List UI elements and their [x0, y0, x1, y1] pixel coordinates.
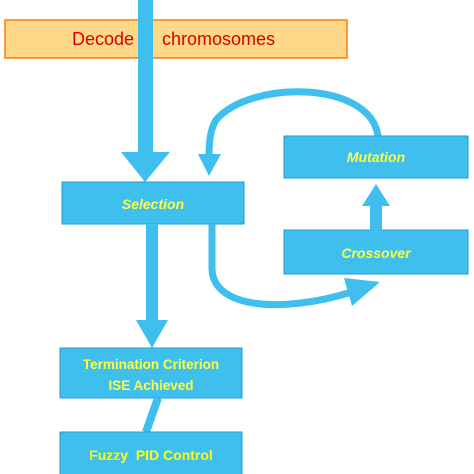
mutation-to-selection-loop-arrow — [205, 88, 382, 159]
crossover-box — [283, 229, 469, 275]
decode-to-selection-arrow — [121, 0, 170, 182]
decode-chromosomes-box — [4, 19, 348, 59]
loop-arrowhead — [198, 154, 221, 176]
decode-label: Decode — [72, 29, 134, 49]
fuzzy-pid-box — [59, 431, 243, 474]
mutation-box — [283, 135, 469, 179]
termination-to-fuzzy-connector — [142, 396, 162, 434]
crossover-label: Crossover — [341, 245, 412, 261]
crossover-to-mutation-arrow — [362, 184, 390, 231]
crossover-arrowhead — [344, 278, 380, 306]
chromosomes-label: chromosomes — [162, 29, 275, 49]
selection-label: Selection — [122, 196, 184, 212]
termination-label-line2: ISE Achieved — [108, 378, 193, 393]
termination-box — [59, 347, 243, 399]
selection-to-termination-arrow — [136, 224, 168, 348]
selection-box — [61, 181, 245, 225]
selection-to-crossover-arrow — [208, 224, 354, 309]
mutation-label: Mutation — [347, 149, 405, 165]
fuzzy-pid-label: Fuzzy PID Control — [89, 447, 213, 463]
termination-label-line1: Termination Criterion — [83, 357, 219, 372]
